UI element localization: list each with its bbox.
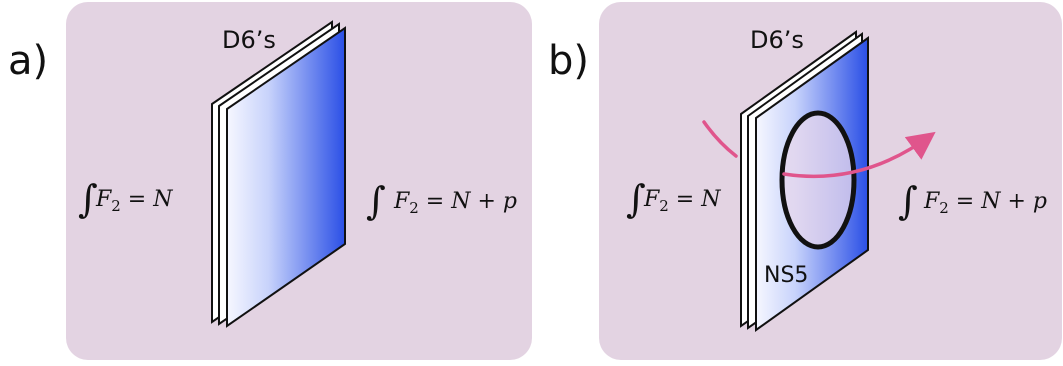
field-subscript: 2 (111, 197, 121, 215)
svg-text:F2 = N: F2 = N (95, 187, 173, 215)
arrow-tail (702, 120, 738, 158)
panel-b-left-equation: ∫ F2 = N (626, 177, 721, 221)
brane-sheet-front (226, 26, 346, 328)
field-subscript: 2 (409, 199, 419, 217)
equation-rhs: = N + p (419, 189, 517, 214)
integral-sign: ∫ (366, 179, 386, 223)
integral-sign: ∫ (626, 177, 646, 221)
field-symbol: F (95, 187, 112, 212)
panel-a-right-equation: ∫ F2 = N + p (366, 179, 517, 223)
field-subscript: 2 (939, 199, 949, 217)
field-symbol: F (643, 187, 660, 212)
field-symbol: F (923, 189, 940, 214)
svg-text:F2 = N + p: F2 = N + p (393, 189, 517, 217)
panel-a-left-equation: ∫ F2 = N (78, 177, 173, 221)
panel-b-right-equation: ∫ F2 = N + p (898, 179, 1047, 223)
panel-b-brane-label: D6’s (750, 26, 804, 54)
equation-rhs: = N (121, 187, 173, 212)
equation-rhs: = N + p (949, 189, 1047, 214)
ns5-ring (779, 110, 857, 250)
panel-a-brane-stack (211, 20, 346, 328)
integral-sign: ∫ (898, 179, 918, 223)
svg-text:F2 = N + p: F2 = N + p (923, 189, 1047, 217)
panel-b-letter: b) (548, 38, 589, 84)
monodromy-arrow (782, 131, 936, 178)
panel-a-brane-label: D6’s (222, 26, 276, 54)
integral-sign: ∫ (78, 177, 98, 221)
panel-a-letter: a) (8, 38, 49, 84)
field-subscript: 2 (659, 197, 669, 215)
svg-text:F2 = N: F2 = N (643, 187, 721, 215)
equation-rhs: = N (669, 187, 721, 212)
field-symbol: F (393, 189, 410, 214)
ns5-label: NS5 (764, 263, 808, 288)
